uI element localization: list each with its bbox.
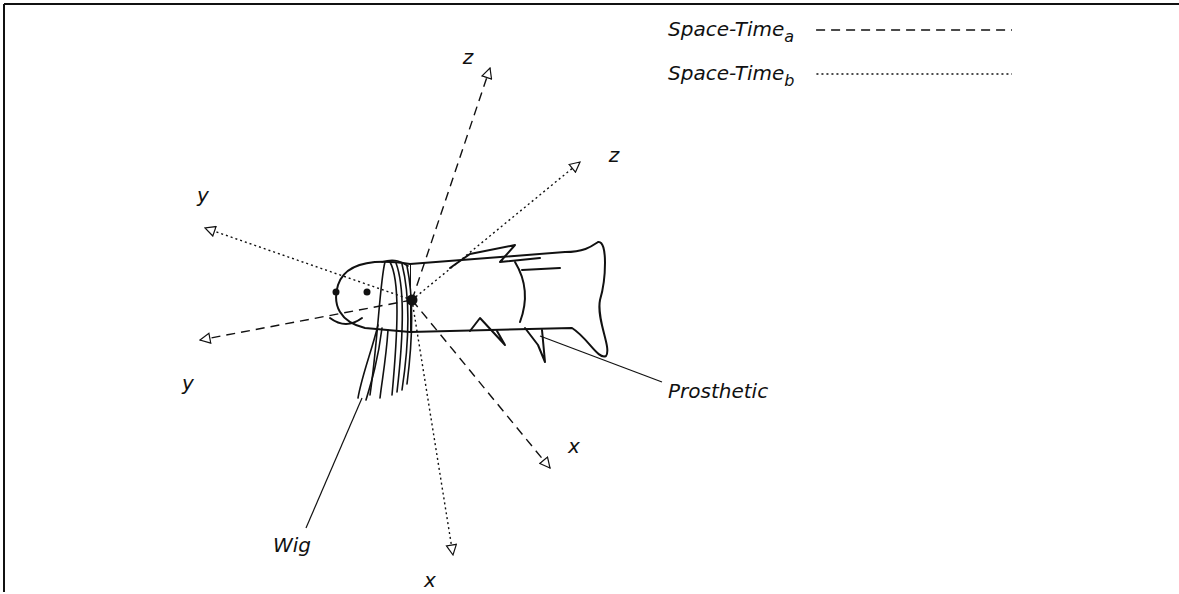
- fish-eye: [333, 289, 340, 296]
- legend-line-sample: [816, 73, 1012, 74]
- fish-eye: [364, 289, 371, 296]
- axis-label: z: [609, 144, 620, 166]
- legend-label: Space-Timeb: [668, 62, 794, 84]
- axis-label: y: [182, 372, 194, 394]
- fish-outline: [330, 242, 607, 362]
- axis-label: x: [424, 569, 436, 591]
- axis-label: x: [568, 435, 580, 457]
- origin-dot: [407, 295, 418, 306]
- wig-strands: [358, 260, 412, 400]
- leader-line: [306, 398, 362, 528]
- dashed-axes: [200, 68, 550, 468]
- part-label: Prosthetic: [668, 380, 768, 402]
- legend-line-sample: [816, 29, 1012, 30]
- axis-label: y: [197, 184, 209, 206]
- leader-line: [540, 336, 662, 382]
- part-label: Wig: [273, 534, 311, 556]
- dotted-axes: [205, 162, 580, 555]
- legend-label: Space-Timea: [668, 18, 794, 40]
- axis-label: z: [463, 46, 474, 68]
- frame-line: [4, 4, 1179, 592]
